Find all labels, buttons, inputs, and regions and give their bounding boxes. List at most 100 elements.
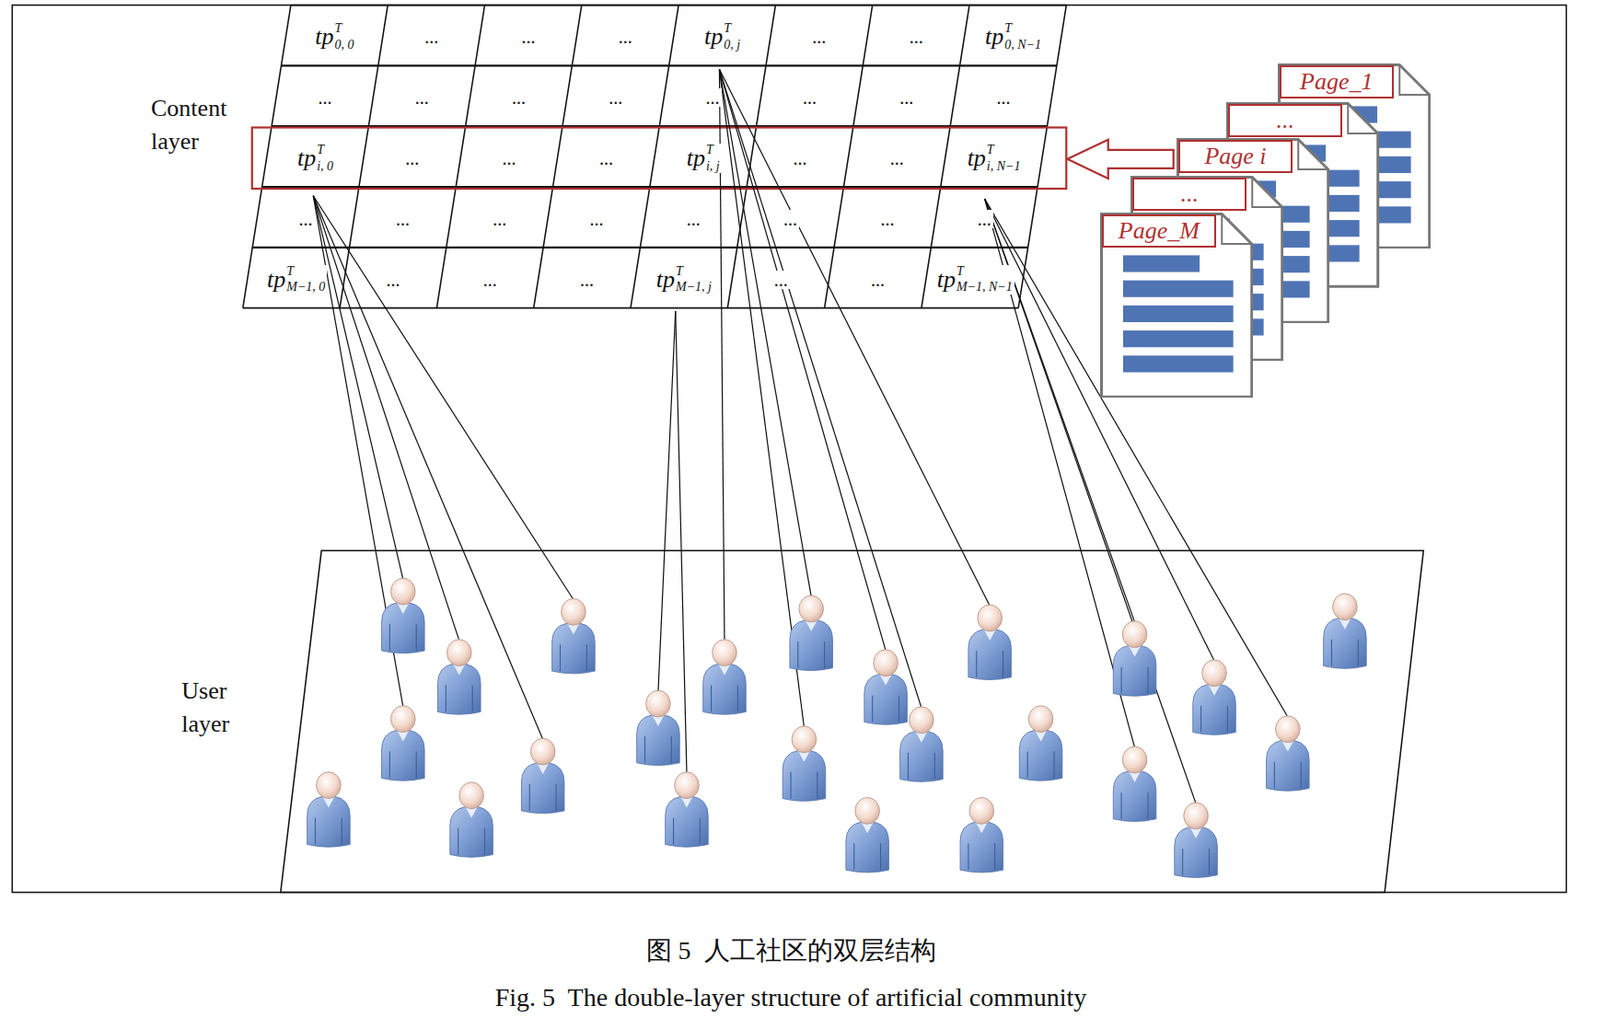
content-grid bbox=[243, 5, 1067, 309]
ellipsis: ... bbox=[589, 209, 603, 229]
page-tab: ... bbox=[1132, 177, 1247, 211]
user-arm bbox=[586, 644, 588, 672]
ellipsis: ... bbox=[977, 209, 992, 229]
ellipsis: ... bbox=[599, 149, 614, 168]
user-arm bbox=[389, 752, 391, 779]
ellipsis: ... bbox=[579, 270, 594, 290]
cell-label: ... bbox=[597, 149, 615, 168]
index-stack: T0, N−1 bbox=[1004, 22, 1042, 52]
cell-label: tpTi, 0 bbox=[295, 143, 336, 174]
cell-label: tpT0, j bbox=[702, 22, 743, 52]
leader-line bbox=[718, 69, 921, 708]
cell-label: ... bbox=[791, 149, 810, 168]
superscript: T bbox=[986, 143, 1021, 158]
user-figure bbox=[703, 639, 747, 715]
user-body bbox=[552, 623, 596, 674]
ellipsis: ... bbox=[811, 27, 826, 47]
user-arm bbox=[457, 828, 459, 856]
cell-symbol: tp bbox=[314, 24, 334, 49]
user-arm bbox=[341, 818, 343, 846]
cell-label: ... bbox=[490, 209, 509, 229]
subscript: M−1, j bbox=[675, 280, 712, 295]
leader-line bbox=[985, 198, 1215, 661]
index-stack: T0, 0 bbox=[334, 22, 354, 52]
cell-label: ... bbox=[606, 88, 625, 107]
ellipsis: ... bbox=[405, 149, 419, 168]
user-arm bbox=[907, 753, 909, 780]
layer-label: Content layer bbox=[150, 92, 262, 159]
figure-caption: 图 5 人工社区的双层结构 bbox=[646, 933, 937, 969]
hollow-arrow bbox=[1066, 139, 1173, 179]
cell-label: ... bbox=[383, 270, 402, 290]
user-head bbox=[646, 690, 672, 718]
page-sheet bbox=[1101, 213, 1252, 397]
ellipsis: ... bbox=[317, 88, 332, 107]
user-arm bbox=[1147, 792, 1148, 820]
superscript: T bbox=[706, 143, 720, 158]
user-arm bbox=[1331, 639, 1333, 667]
cell-label: ... bbox=[772, 270, 790, 290]
cell-label: ... bbox=[800, 88, 819, 107]
subscript: i, N−1 bbox=[986, 160, 1021, 174]
user-body bbox=[382, 730, 426, 781]
grid-line bbox=[921, 5, 970, 309]
user-body bbox=[1266, 740, 1311, 791]
user-figure bbox=[960, 797, 1004, 872]
user-figure bbox=[1323, 593, 1368, 669]
cell-label: ... bbox=[297, 209, 315, 229]
cell-label: tpTi, N−1 bbox=[965, 143, 1023, 174]
leader-line bbox=[313, 196, 543, 741]
cell-label: ... bbox=[315, 88, 334, 107]
index-stack: Ti, N−1 bbox=[986, 143, 1021, 174]
user-arm bbox=[816, 772, 818, 800]
user-head bbox=[561, 598, 587, 626]
user-arm bbox=[559, 644, 561, 672]
user-figure bbox=[307, 772, 351, 847]
user-arm bbox=[934, 753, 936, 780]
user-body bbox=[864, 673, 908, 725]
user-body bbox=[1019, 730, 1063, 781]
user-head bbox=[1183, 802, 1209, 830]
cell-label: ... bbox=[907, 27, 926, 47]
user-arm bbox=[880, 843, 882, 870]
outer-frame bbox=[11, 5, 1566, 893]
subscript: M−1, 0 bbox=[286, 280, 325, 295]
user-figure bbox=[382, 578, 426, 653]
user-body bbox=[846, 822, 890, 873]
user-arm bbox=[644, 736, 646, 764]
page-tab: Page_1 bbox=[1279, 65, 1394, 99]
cell-label: ... bbox=[897, 88, 916, 107]
superscript: T bbox=[1004, 22, 1042, 36]
superscript: T bbox=[286, 265, 325, 279]
cell-symbol: tp bbox=[266, 267, 286, 292]
superscript: T bbox=[334, 22, 354, 36]
user-head bbox=[855, 797, 881, 824]
subscript: M−1, N−1 bbox=[956, 280, 1013, 295]
user-body bbox=[1113, 645, 1157, 696]
user-arm bbox=[529, 784, 531, 812]
leader-line bbox=[985, 198, 1288, 718]
ellipsis: ... bbox=[909, 27, 924, 47]
cell-label: ... bbox=[995, 88, 1013, 107]
cell-label: ... bbox=[587, 209, 605, 229]
user-figure bbox=[864, 649, 908, 725]
text-bar bbox=[1123, 355, 1234, 372]
user-head bbox=[791, 726, 817, 754]
user-head bbox=[873, 649, 899, 677]
user-figure bbox=[789, 595, 834, 671]
user-body bbox=[438, 663, 482, 715]
cell-label: ... bbox=[481, 270, 499, 290]
user-links bbox=[313, 69, 1288, 804]
user-arm bbox=[1182, 848, 1183, 876]
user-body bbox=[968, 629, 1012, 681]
user-head bbox=[1333, 593, 1358, 621]
index-stack: TM−1, N−1 bbox=[956, 265, 1013, 295]
cell-label: ... bbox=[888, 149, 906, 168]
ellipsis: ... bbox=[521, 27, 535, 47]
highlight-row bbox=[252, 127, 1067, 189]
leader-line bbox=[718, 69, 990, 606]
cell-label: tpTM−1, 0 bbox=[265, 265, 327, 295]
user-arm bbox=[994, 843, 996, 870]
leader-line bbox=[313, 196, 460, 641]
